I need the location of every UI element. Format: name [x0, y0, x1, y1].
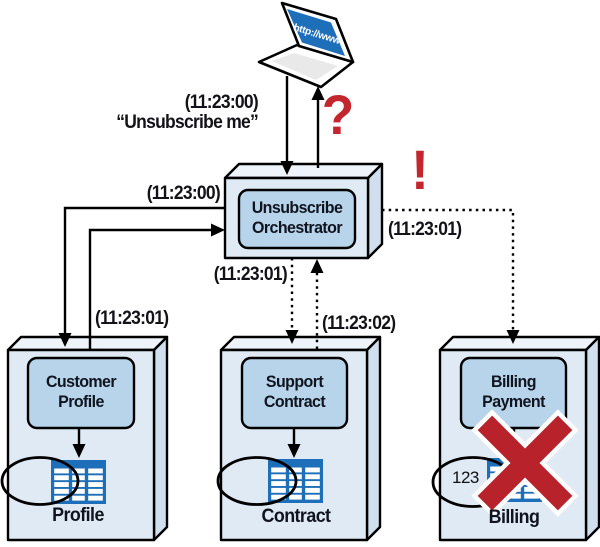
box-side-face [584, 335, 600, 542]
profile-reply-timestamp: (11:23:01) [95, 308, 169, 329]
contract-reply-timestamp: (11:23:02) [322, 313, 396, 334]
box-top-face [219, 335, 382, 352]
request-message: “Unsubscribe me” [116, 112, 258, 133]
profile-call-line [63, 206, 225, 334]
box-top-face [223, 162, 384, 180]
customer-profile-label: Customer Profile [45, 372, 117, 411]
billing-payment-label: Billing Payment [482, 372, 545, 411]
profile-reply-line [88, 228, 212, 349]
customer-profile-panel [26, 356, 136, 430]
box-top-face [6, 335, 169, 352]
billing-alert-mark: ! [411, 138, 429, 201]
profile-db-arrowhead [72, 444, 86, 458]
contract-db-label: Contract [261, 506, 331, 527]
profile-db-ellipse [0, 456, 80, 506]
profile-db-label: Profile [52, 505, 104, 526]
support-contract-service-box [219, 335, 382, 542]
billing-db-value: 123 [452, 468, 479, 487]
billing-call-timestamp: (11:23:01) [388, 219, 462, 240]
laptop-keyboard [272, 53, 338, 80]
response-unknown-mark: ? [321, 83, 355, 146]
box-side-face [365, 335, 382, 542]
contract-call-arrowhead [285, 330, 299, 344]
profile-reply-arrowhead [211, 223, 225, 237]
box-top-face [438, 335, 600, 352]
contract-db-arrowhead [287, 444, 301, 458]
laptop-icon: http://www [257, 1, 355, 89]
profile-call-arrowhead [58, 333, 72, 347]
box-side-face [152, 335, 169, 542]
contract-db-ellipse [216, 456, 298, 506]
orchestrator-panel [237, 188, 357, 250]
orchestrator-label: Unsubscribe Orchestrator [251, 198, 343, 237]
arrow-heads [58, 86, 521, 458]
laptop-screen [287, 9, 345, 56]
response-arrowhead [311, 86, 325, 100]
box-side-face [366, 162, 384, 260]
billing-call-arrowhead [506, 330, 520, 344]
request-arrowhead [280, 161, 294, 175]
request-timestamp: (11:23:00) [184, 92, 259, 113]
contract-reply-arrowhead [310, 259, 324, 273]
billing-db-label: Billing [488, 507, 540, 528]
customer-profile-service-box [6, 335, 169, 542]
red-x-icon [471, 409, 579, 517]
flow-arrows [63, 76, 516, 445]
contract-call-timestamp: (11:23:01) [213, 264, 288, 285]
support-contract-label: Support Contract [263, 372, 326, 411]
profile-call-timestamp: (11:23:00) [146, 183, 221, 204]
orchestrator-box [223, 162, 384, 260]
request-label: (11:23:00) “Unsubscribe me” [100, 93, 258, 133]
